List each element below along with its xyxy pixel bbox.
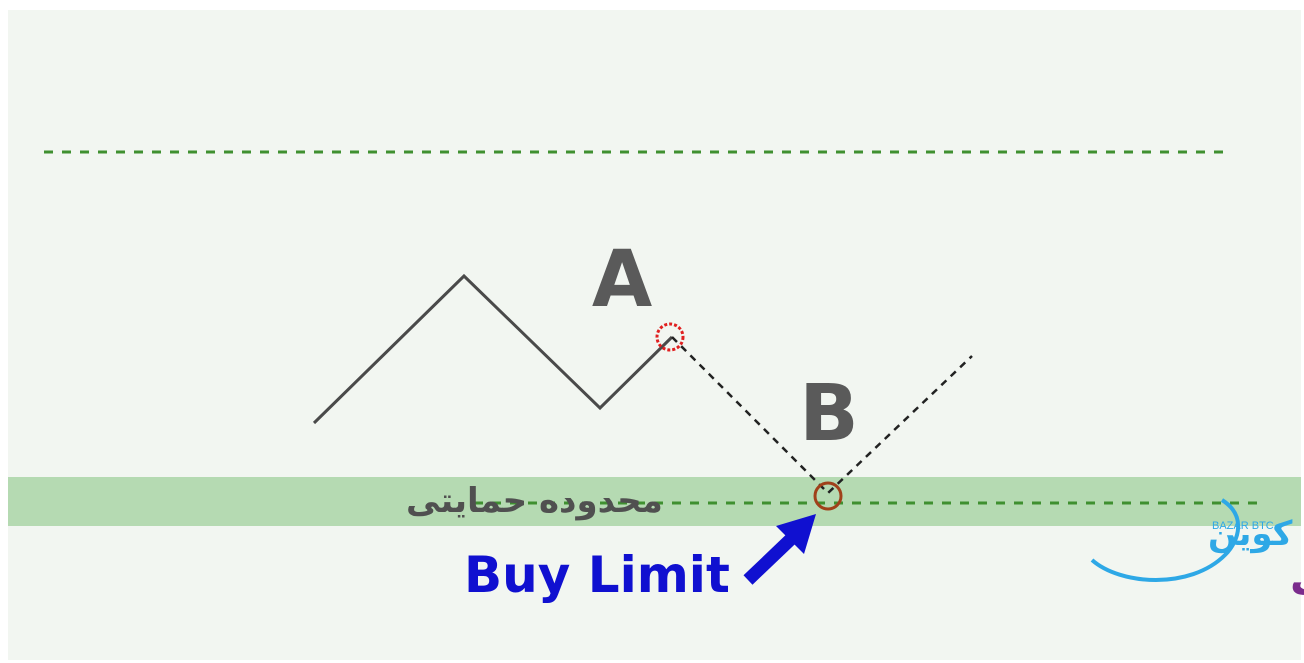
logo-line2: بازار بیت (1290, 556, 1304, 605)
diagram-canvas (8, 10, 1301, 660)
arrow-icon (743, 514, 816, 585)
logo-swoosh-icon (1090, 498, 1241, 582)
point-a-label: A (592, 235, 652, 325)
point-b-marker (813, 481, 843, 511)
buy-limit-label: Buy Limit (464, 546, 730, 604)
point-a-marker (655, 322, 685, 352)
support-zone-label: محدوده حمایتی (406, 481, 663, 521)
logo-latin-text: BAZAR BTC (1212, 520, 1274, 532)
price-path (312, 273, 674, 425)
brand-logo: BAZAR BTC کوین بازار بیت (1090, 498, 1304, 605)
point-b-label: B (799, 369, 858, 459)
projected-path (671, 336, 973, 495)
logo-line1: کوین (1208, 514, 1293, 554)
